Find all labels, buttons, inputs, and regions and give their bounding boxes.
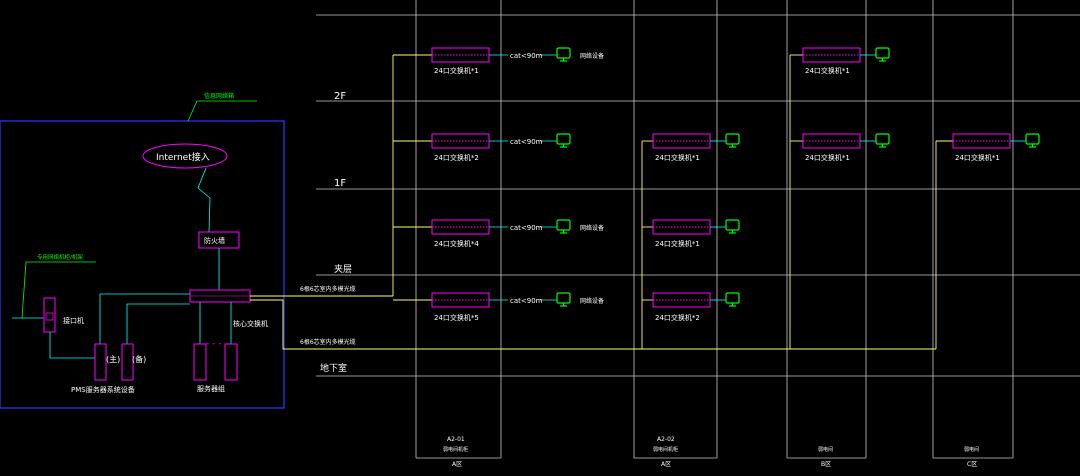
bottom-label-a2-02: A2-02 弱电间机柜 A区 — [653, 436, 678, 468]
cable-spec-mz-b: cat<90m — [510, 224, 543, 232]
floor-label-mezzanine: 夹层 — [334, 263, 352, 275]
core-switch-label: 核心交换机 — [233, 319, 268, 328]
pms-backup-label: (备) — [132, 354, 146, 364]
server-dots: - - - — [206, 339, 221, 349]
bottom-label-a2-01: A2-01 弱电间机柜 A区 — [443, 436, 468, 468]
cable-spec-1f: cat<90m — [510, 138, 543, 146]
bottom-label-b: 弱电间 B区 — [818, 446, 833, 468]
switch-a1-mz — [431, 292, 490, 308]
monitor-icon — [875, 47, 890, 62]
grid — [316, 0, 1080, 459]
terminal-label-mz: 网络设备 — [580, 297, 604, 305]
monitor-icon — [556, 47, 571, 62]
switch-a1-mz-b — [431, 219, 490, 235]
monitor-icon — [725, 219, 740, 234]
switch-a2-mz-a-label: 24口交换机*1 — [655, 239, 700, 248]
switch-a1-1f-label: 24口交换机*2 — [434, 153, 479, 162]
switch-a2-mz-label: 24口交换机*2 — [655, 313, 700, 322]
firewall-label: 防火墙 — [204, 236, 225, 245]
monitor-icon — [556, 219, 571, 234]
switch-b-2f — [802, 47, 861, 63]
monitor-icon — [875, 133, 890, 148]
switch-a2-mz — [652, 292, 711, 308]
top-note: 信息网络箱 — [204, 92, 234, 100]
bottom-code: A2-01 — [447, 436, 465, 443]
cable-lower-label: 6根6芯室内多模光缆 — [300, 338, 356, 346]
server-2 — [224, 343, 238, 381]
switch-a1-1f — [431, 133, 490, 149]
switch-a2-1f — [652, 133, 711, 149]
switch-a1-2f-label: 24口交换机*1 — [434, 66, 479, 75]
monitor-icon — [556, 292, 571, 307]
pms-server-main — [94, 343, 107, 381]
monitor-icon — [725, 133, 740, 148]
caller-label: 接口机 — [63, 316, 84, 325]
switch-c-1f — [952, 133, 1011, 149]
bottom-zone: C区 — [967, 461, 977, 468]
switch-b-2f-label: 24口交换机*1 — [805, 66, 850, 75]
bottom-name: 弱电间 — [818, 446, 833, 453]
caller-device — [43, 297, 56, 333]
floor-label-1f: 1F — [334, 178, 346, 189]
internet-label: Internet接入 — [156, 151, 210, 163]
bottom-zone: A区 — [452, 461, 462, 468]
switch-a1-2f — [431, 47, 490, 63]
bottom-zone: A区 — [661, 461, 671, 468]
monitor-icon — [725, 292, 740, 307]
switch-b-1f — [802, 133, 861, 149]
switch-c-1f-label: 24口交换机*1 — [955, 153, 1000, 162]
bottom-name: 弱电间机柜 — [443, 446, 468, 453]
terminal-label-mz-b: 网络设备 — [580, 224, 604, 232]
bottom-label-c: 弱电间 C区 — [964, 446, 979, 468]
top-note-callout: 信息网络箱 — [187, 92, 257, 122]
pms-label: PMS服务器系统设备 — [71, 385, 135, 394]
switch-a2-mz-a — [652, 219, 711, 235]
floor-label-basement: 地下室 — [320, 362, 347, 374]
bottom-code: A2-02 — [657, 436, 675, 443]
cable-upper-label: 6根6芯室内多模光缆 — [300, 285, 356, 293]
bottom-name: 弱电间 — [964, 446, 979, 453]
equipment-room-box — [0, 120, 285, 409]
left-links — [49, 293, 232, 359]
core-switch — [189, 289, 251, 303]
bottom-name: 弱电间机柜 — [653, 446, 678, 453]
pms-server-backup — [121, 343, 134, 381]
switch-b-1f-label: 24口交换机*1 — [805, 153, 850, 162]
monitor-icon — [1025, 133, 1040, 148]
monitor-icon — [556, 133, 571, 148]
terminal-icons — [556, 47, 1040, 307]
cable-spec-mz: cat<90m — [510, 297, 543, 305]
fiber-cables — [250, 54, 953, 350]
floor-label-2f: 2F — [334, 91, 346, 102]
internet-cloud — [142, 143, 228, 169]
left-note-callout: 专用网络机柜/机架 — [21, 253, 96, 319]
switch-a2-1f-label: 24口交换机*1 — [655, 153, 700, 162]
cable-spec-2f: cat<90m — [510, 52, 543, 60]
terminal-label-2f: 网络设备 — [580, 52, 604, 60]
bottom-zone: B区 — [821, 461, 831, 468]
server-1 — [193, 343, 207, 381]
pms-main-label: (主) — [106, 354, 120, 364]
left-note: 专用网络机柜/机架 — [37, 253, 83, 261]
internet-link — [197, 167, 211, 233]
switch-a1-mz-label: 24口交换机*5 — [434, 313, 479, 322]
server-label: 服务器组 — [197, 384, 225, 393]
switch-a1-mz-b-label: 24口交换机*4 — [434, 239, 479, 248]
terminal-links — [489, 54, 1026, 301]
